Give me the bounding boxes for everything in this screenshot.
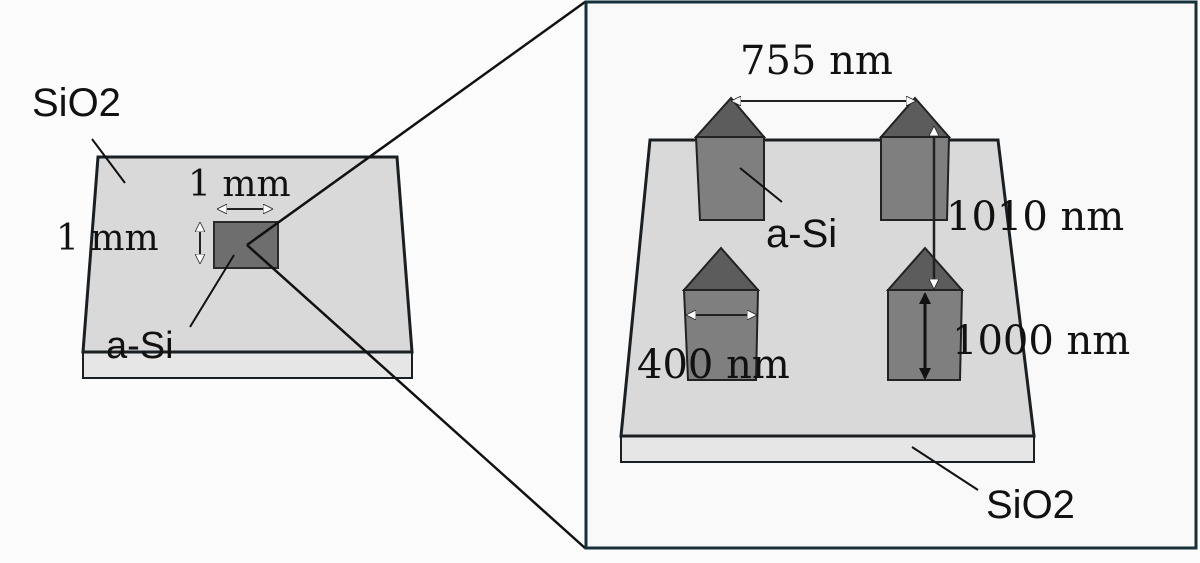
left-width-label: 1 mm xyxy=(188,164,291,205)
zoom-asi-label: a-Si xyxy=(766,212,837,256)
zoom-connector-bottom xyxy=(246,244,586,549)
left-asi-leader xyxy=(189,254,235,328)
left-asi-pattern xyxy=(213,221,279,269)
spacing-label: 755 nm xyxy=(740,38,893,84)
left-view: SiO2 1 mm 1 mm a-Si xyxy=(32,81,414,379)
pillar-top-left xyxy=(693,96,767,221)
zoom-connector-top xyxy=(246,0,586,247)
width-label: 400 nm xyxy=(637,342,790,388)
left-height-label: 1 mm xyxy=(56,218,159,259)
zoom-view: 755 nm 1010 nm 1000 nm 400 nm a-Si SiO2 xyxy=(584,0,1198,550)
left-asi-label: a-Si xyxy=(106,325,174,367)
zoom-sio2-leader xyxy=(911,446,979,491)
zoom-asi-leader xyxy=(739,167,783,203)
left-sio2-leader xyxy=(91,138,126,184)
zoom-substrate-side xyxy=(620,435,1035,463)
height-label: 1000 nm xyxy=(952,318,1130,364)
zoom-sio2-label: SiO2 xyxy=(986,483,1075,527)
left-sio2-label: SiO2 xyxy=(32,81,121,125)
pitch-label: 1010 nm xyxy=(946,194,1124,240)
zoom-substrate-top xyxy=(619,138,1036,438)
